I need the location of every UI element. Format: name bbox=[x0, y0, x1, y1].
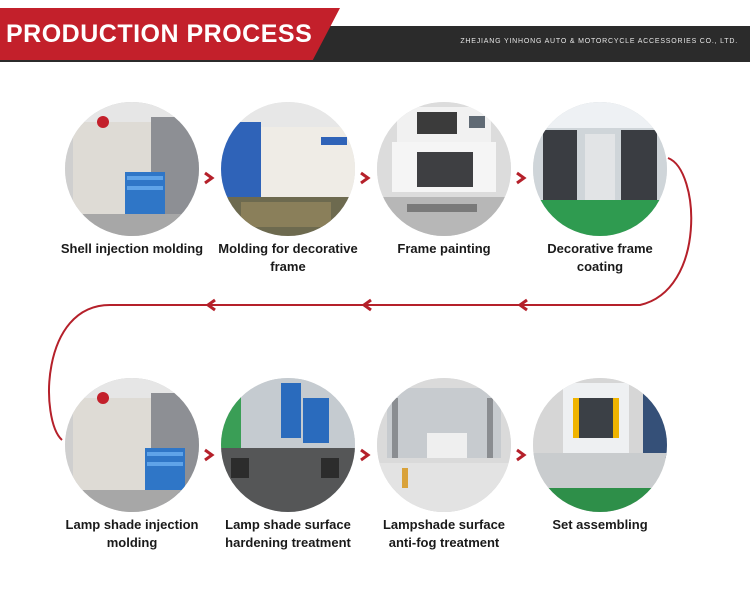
chevron-left-icon bbox=[205, 298, 216, 312]
step-label: Set assembling bbox=[552, 517, 648, 532]
molding-machine-photo bbox=[221, 102, 355, 236]
step-label: Frame painting bbox=[397, 241, 491, 256]
chevron-right-icon bbox=[360, 171, 371, 185]
step-label: Decorative frame coating bbox=[547, 241, 653, 274]
anti-fog-line-photo bbox=[377, 378, 511, 512]
chevron-right-icon bbox=[204, 171, 215, 185]
company-name: ZHEJIANG YINHONG AUTO & MOTORCYCLE ACCES… bbox=[460, 38, 738, 45]
injection-machine-photo bbox=[65, 378, 199, 512]
step-label: Lampshade surface anti-fog treatment bbox=[382, 517, 506, 550]
chevron-right-icon bbox=[516, 171, 527, 185]
step-label: Lamp shade surface hardening treatment bbox=[225, 517, 351, 550]
coating-chamber-photo bbox=[533, 102, 667, 236]
step-label: Shell injection molding bbox=[60, 241, 204, 256]
assembly-station-photo bbox=[533, 378, 667, 512]
hardening-robot-photo bbox=[221, 378, 355, 512]
chevron-right-icon bbox=[204, 448, 215, 462]
step-label: Lamp shade injection molding bbox=[65, 517, 199, 550]
page-title: PRODUCTION PROCESS bbox=[6, 20, 313, 48]
chevron-left-icon bbox=[361, 298, 372, 312]
chevron-right-icon bbox=[360, 448, 371, 462]
painting-machine-photo bbox=[377, 102, 511, 236]
step-label: Molding for decorative frame bbox=[218, 241, 358, 274]
chevron-left-icon bbox=[517, 298, 528, 312]
injection-machine-photo bbox=[65, 102, 199, 236]
chevron-right-icon bbox=[516, 448, 527, 462]
header-red-tab: PRODUCTION PROCESS bbox=[0, 8, 340, 60]
header-banner: PRODUCTION PROCESS ZHEJIANG YINHONG AUTO… bbox=[0, 0, 750, 64]
